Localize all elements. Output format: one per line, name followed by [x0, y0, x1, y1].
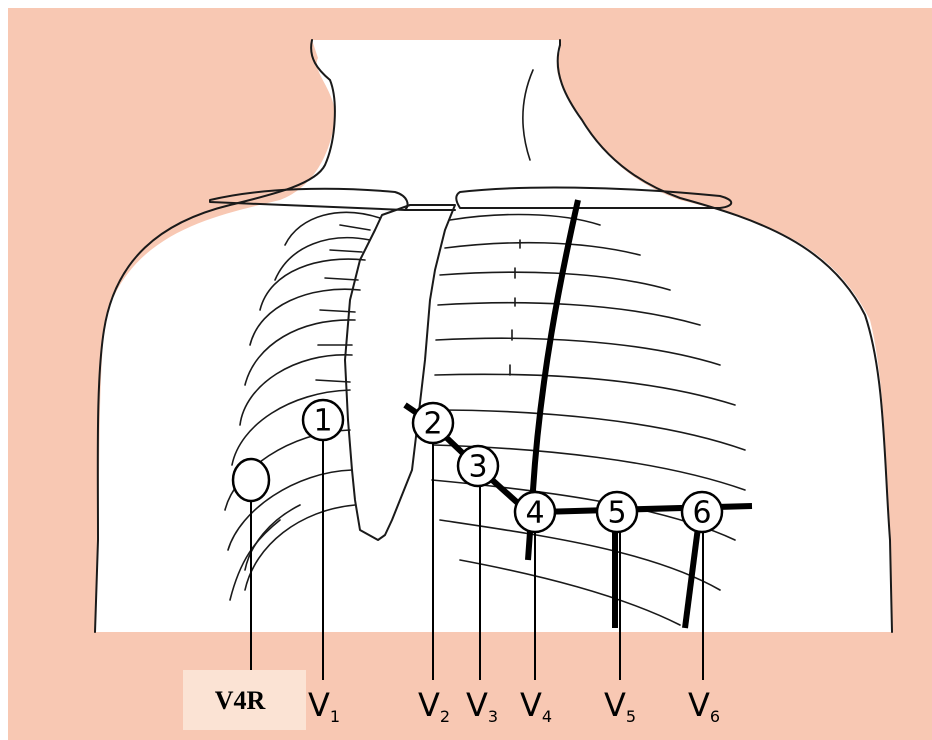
electrode-v4-number: 4 — [525, 496, 544, 531]
electrode-v2: 2 — [413, 403, 453, 443]
electrode-v5-number: 5 — [607, 496, 626, 531]
electrode-v1: 1 — [303, 400, 343, 440]
electrode-v3: 3 — [458, 446, 498, 486]
v4r-label: V4R — [215, 686, 266, 715]
electrode-v2-number: 2 — [423, 407, 442, 442]
electrode-v3-number: 3 — [468, 450, 487, 485]
electrode-v6: 6 — [682, 492, 722, 532]
electrode-v4: 4 — [515, 492, 555, 532]
v4r-electrode-marker — [233, 459, 269, 501]
electrode-v6-number: 6 — [692, 496, 711, 531]
electrode-v5: 5 — [597, 492, 637, 532]
electrode-v1-number: 1 — [313, 404, 332, 439]
